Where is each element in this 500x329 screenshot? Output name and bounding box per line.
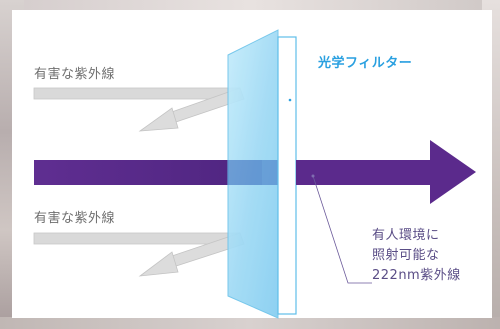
optical-filter-panel	[277, 36, 297, 315]
harmful-uv-bar-bottom	[33, 232, 241, 245]
safe-uv-label-line3: 222nm紫外線	[372, 268, 461, 283]
harmful-uv-label-top: 有害な紫外線	[34, 67, 116, 82]
background-photo-top	[0, 0, 500, 10]
safe-uv-leader-dot	[311, 174, 315, 178]
uv-beam-through-glass	[228, 160, 278, 185]
background-photo-bottom	[0, 317, 500, 329]
harmful-uv-label-bottom: 有害な紫外線	[34, 211, 116, 226]
safe-uv-label: 有人環境に 照射可能な 222nm紫外線	[372, 226, 461, 286]
right-arrow-icon	[296, 140, 476, 204]
optical-filter-label: 光学フィルター	[318, 56, 413, 71]
reflected-arrow-icon	[138, 87, 245, 132]
safe-uv-label-line1: 有人環境に	[372, 228, 440, 243]
harmful-uv-bar-top	[33, 87, 241, 100]
filter-leader-dot	[288, 98, 292, 102]
safe-uv-leader-line	[312, 175, 372, 284]
safe-uv-label-line2: 照射可能な	[372, 248, 440, 263]
uv-beam-incoming	[34, 160, 262, 185]
